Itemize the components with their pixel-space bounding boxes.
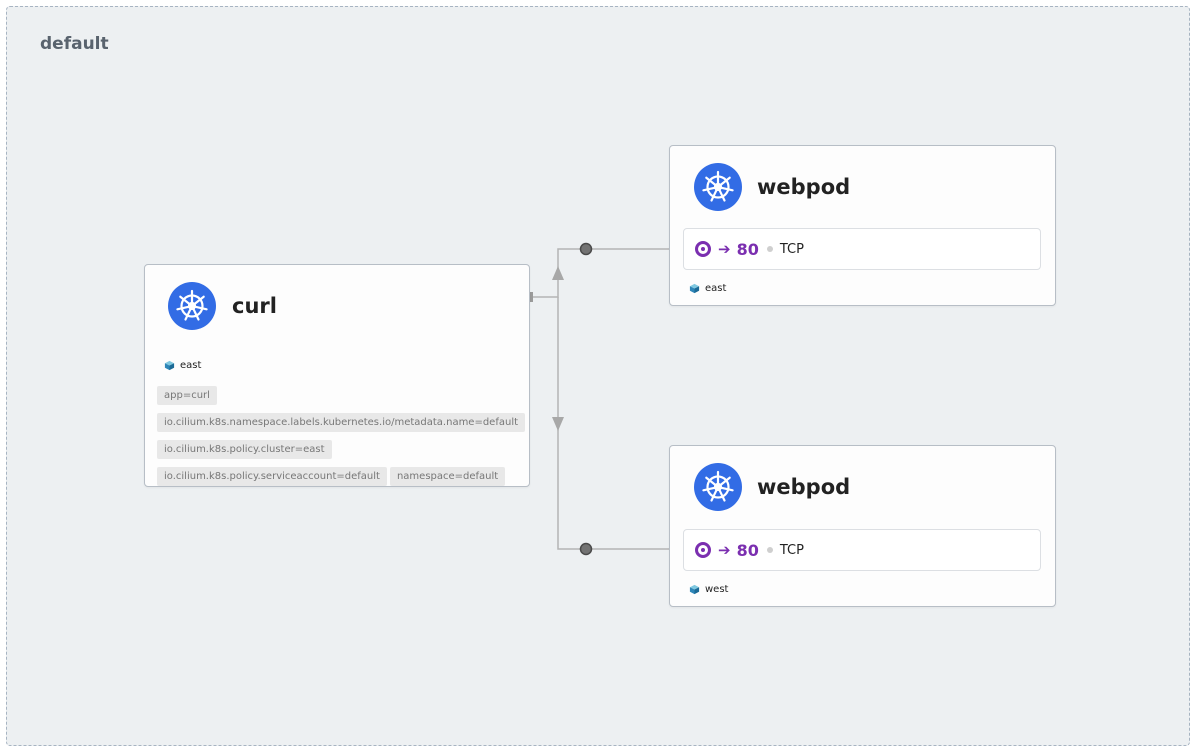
label-chip: namespace=default — [389, 467, 506, 486]
label-chip: io.cilium.k8s.policy.serviceaccount=defa… — [157, 467, 387, 486]
separator-dot — [766, 547, 773, 553]
arrow-right-icon: ➔ — [718, 541, 731, 559]
cluster-name: east — [180, 360, 202, 371]
edge-arrow-up-icon — [552, 266, 564, 280]
port-row[interactable]: ➔ 80 TCP — [683, 228, 1041, 270]
separator-dot — [766, 246, 773, 252]
label-chip: app=curl — [157, 386, 217, 405]
service-card-webpod-east[interactable]: webpod ➔ 80 TCP east — [669, 145, 1056, 306]
label-chip: io.cilium.k8s.namespace.labels.kubernete… — [157, 413, 526, 432]
kubernetes-helm-icon — [168, 282, 216, 330]
edge-curl-to-webpod-east — [531, 248, 697, 298]
target-ring-icon — [695, 542, 711, 558]
service-card-webpod-west[interactable]: webpod ➔ 80 TCP west — [669, 445, 1056, 607]
cube-icon — [689, 283, 700, 294]
target-ring-icon — [695, 241, 711, 257]
service-title: webpod — [757, 475, 851, 499]
label-chip: io.cilium.k8s.policy.cluster=east — [157, 440, 332, 459]
edge-endpoint-west — [579, 542, 593, 556]
service-card-curl[interactable]: curl east app=curl io.cilium.k8s.namespa… — [144, 264, 530, 487]
cluster-name: west — [705, 584, 729, 595]
label-list: app=curl io.cilium.k8s.namespace.labels.… — [157, 383, 526, 491]
edge-arrow-down-icon — [552, 417, 564, 431]
port-protocol: TCP — [779, 542, 804, 558]
port-protocol: TCP — [779, 241, 804, 257]
kubernetes-helm-icon — [694, 163, 742, 211]
edge-source-port — [528, 292, 533, 302]
cube-icon — [689, 584, 700, 595]
port-number: 80 — [736, 540, 759, 560]
port-row[interactable]: ➔ 80 TCP — [683, 529, 1041, 571]
cluster-tag: east — [689, 283, 726, 294]
edge-endpoint-east — [579, 242, 593, 256]
port-number: 80 — [736, 239, 759, 259]
cluster-tag: east — [164, 360, 201, 371]
cube-icon — [164, 360, 175, 371]
cluster-tag: west — [689, 584, 728, 595]
kubernetes-helm-icon — [694, 463, 742, 511]
cluster-name: east — [705, 283, 727, 294]
namespace-label: default — [40, 34, 109, 54]
arrow-right-icon: ➔ — [718, 240, 731, 258]
service-title: webpod — [757, 175, 851, 199]
service-title: curl — [232, 294, 277, 318]
